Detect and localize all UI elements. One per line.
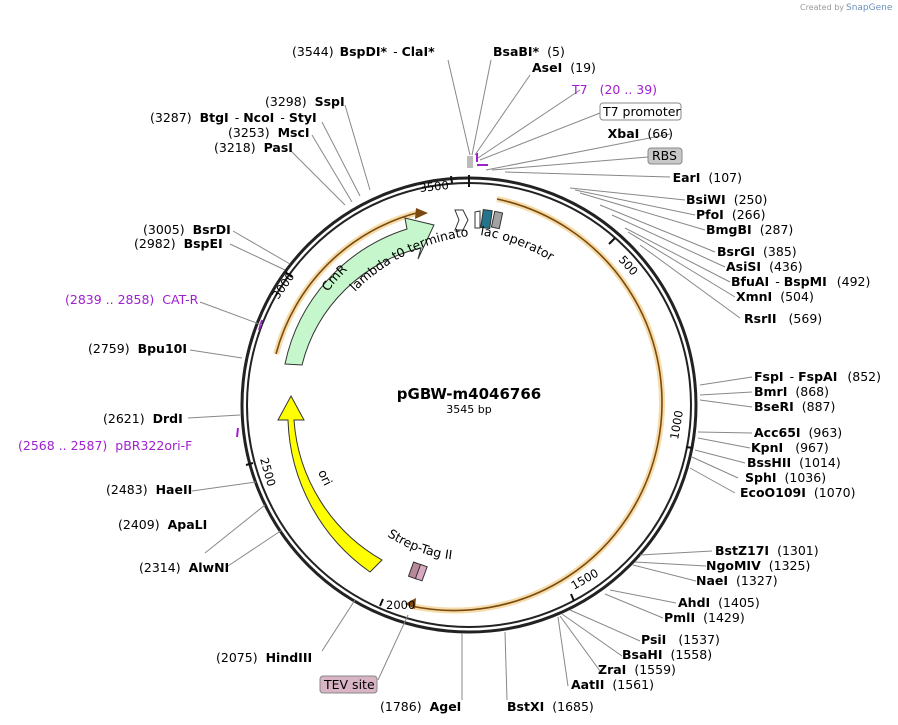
svg-text:BstXI(1685): BstXI(1685) (507, 699, 594, 714)
svg-text:(2314)AlwNI: (2314)AlwNI (139, 560, 229, 575)
strep-feature[interactable] (414, 563, 428, 582)
svg-text:BseRI(887): BseRI(887) (754, 399, 835, 414)
svg-text:BssHII(1014): BssHII(1014) (747, 455, 841, 470)
orf-arrow-head-2 (405, 598, 416, 609)
tick-3500: 3500 (419, 178, 450, 195)
svg-text:BsaBI*(5): BsaBI*(5) (493, 44, 565, 59)
cmr-orf-arc (275, 211, 421, 355)
svg-text:(3544)BspDI*-ClaI*: (3544)BspDI*-ClaI* (292, 44, 435, 59)
tick-3000: 3000 (269, 270, 297, 302)
origin-marker (467, 156, 473, 168)
labels-left: (2075)HindIII (2314)AlwNI (2409)ApaLI (2… (18, 94, 345, 665)
svg-text:BfuAI-BspMI(492): BfuAI-BspMI(492) (731, 274, 870, 289)
svg-text:ZraI(1559): ZraI(1559) (598, 662, 676, 677)
svg-text:PfoI(266): PfoI(266) (696, 207, 765, 222)
svg-text:(2075)HindIII: (2075)HindIII (216, 650, 312, 665)
plasmid-size: 3545 bp (446, 403, 491, 416)
strep-label: Strep-Tag II (385, 526, 453, 563)
pbr-primer-mark (236, 427, 239, 438)
t7-promoter-arrow[interactable] (474, 210, 481, 229)
labels-lower-right: BstZ17I(1301) NgoMIV(1325) NaeI(1327) Ah… (380, 543, 819, 714)
svg-text:(3287)BtgI-NcoI-StyI: (3287)BtgI-NcoI-StyI (150, 110, 317, 125)
orf-arrow-head (415, 208, 428, 219)
svg-text:(3005)BsrDI: (3005)BsrDI (143, 222, 231, 237)
tick-1000: 1000 (667, 409, 686, 440)
svg-text:(2483)HaeII: (2483)HaeII (106, 482, 192, 497)
svg-text:XmnI(504): XmnI(504) (736, 289, 814, 304)
svg-text:BsiWI(250): BsiWI(250) (686, 192, 767, 207)
svg-text:NaeI(1327): NaeI(1327) (696, 573, 778, 588)
svg-text:(2621)DrdI: (2621)DrdI (103, 411, 183, 426)
svg-text:AhdI(1405): AhdI(1405) (678, 595, 760, 610)
labels-top: (3544)BspDI*-ClaI* BsaBI*(5) AseI(19) T7… (292, 44, 742, 185)
svg-text:(2409)ApaLI: (2409)ApaLI (118, 517, 207, 532)
rbs-feature[interactable] (490, 210, 504, 230)
svg-text:BsaHI(1558): BsaHI(1558) (622, 647, 712, 662)
svg-text:(2839 .. 2858)CAT-R: (2839 .. 2858)CAT-R (65, 292, 199, 307)
svg-text:RsrII(569): RsrII(569) (744, 311, 822, 326)
svg-text:(3218)PasI: (3218)PasI (214, 140, 293, 155)
svg-text:(3298)SspI: (3298)SspI (265, 94, 345, 109)
svg-text:PsiI(1537): PsiI(1537) (641, 632, 720, 647)
orf-arc (410, 198, 663, 612)
svg-text:BstZ17I(1301): BstZ17I(1301) (715, 543, 819, 558)
tev-label: TEV site (323, 677, 375, 692)
plasmid-name: pGBW-m4046766 (397, 385, 541, 403)
svg-text:PmlI(1429): PmlI(1429) (664, 610, 745, 625)
svg-text:(3253)MscI: (3253)MscI (228, 125, 310, 140)
svg-text:AatII(1561): AatII(1561) (571, 677, 654, 692)
svg-text:EarI(107): EarI(107) (673, 170, 742, 185)
svg-text:XbaI(66): XbaI(66) (608, 126, 673, 141)
svg-text:NgoMIV(1325): NgoMIV(1325) (706, 558, 810, 573)
svg-text:(2568 .. 2587)pBR322ori-F: (2568 .. 2587)pBR322ori-F (18, 438, 192, 453)
lac-operator-feature[interactable] (480, 208, 493, 230)
svg-text:(1786)AgeI: (1786)AgeI (380, 699, 461, 714)
svg-text:BmrI(868): BmrI(868) (754, 384, 829, 399)
cmr-feature[interactable] (284, 217, 435, 366)
tev-box[interactable] (319, 675, 378, 694)
labels-right: FspI-FspAI(852) BmrI(868) BseRI(887) Acc… (740, 369, 881, 500)
svg-text:BmgBI(287): BmgBI(287) (706, 222, 793, 237)
labels-upper-right: BsiWI(250) PfoI(266) BmgBI(287) BsrGI(38… (686, 192, 870, 326)
svg-text:FspI-FspAI(852): FspI-FspAI(852) (754, 369, 881, 384)
lac-label: lac operator (480, 223, 558, 264)
t7-promoter-label: T7 promoter (602, 104, 681, 119)
svg-text:(2759)Bpu10I: (2759)Bpu10I (88, 341, 187, 356)
catr-primer-mark (258, 319, 263, 331)
leader-lines (187, 59, 753, 701)
svg-text:T7(20 .. 39): T7(20 .. 39) (571, 82, 657, 97)
svg-text:BsrGI(385): BsrGI(385) (717, 244, 797, 259)
t7-promoter-box[interactable] (599, 102, 682, 121)
tick-2000: 2000 (386, 598, 415, 612)
svg-text:Acc65I(963): Acc65I(963) (754, 425, 842, 440)
ori-feature[interactable] (277, 394, 383, 573)
brand-app: SnapGene (846, 3, 893, 13)
rbs-box[interactable] (647, 147, 683, 165)
svg-text:SphI(1036): SphI(1036) (745, 470, 826, 485)
brand-created-by: Created by (800, 3, 844, 12)
svg-text:(2982)BspEI: (2982)BspEI (134, 236, 223, 251)
svg-text:AsiSI(436): AsiSI(436) (726, 259, 803, 274)
rbs-label: RBS (652, 148, 677, 163)
svg-text:KpnI(967): KpnI(967) (751, 440, 829, 455)
ori-label: ori (315, 467, 335, 488)
svg-text:AseI(19): AseI(19) (532, 60, 596, 75)
svg-text:EcoO109I(1070): EcoO109I(1070) (740, 485, 855, 500)
lambda-terminator-feature[interactable] (454, 209, 469, 231)
